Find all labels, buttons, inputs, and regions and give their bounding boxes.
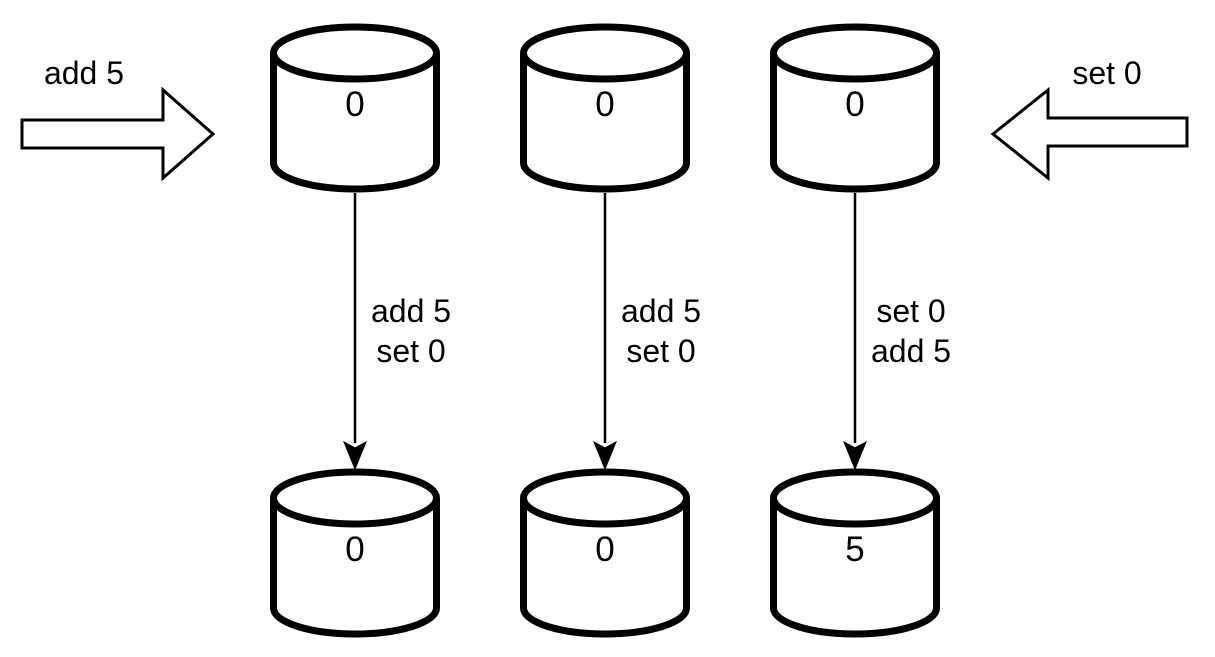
operation-line-1: set 0	[876, 293, 946, 329]
database-cylinder-icon	[270, 468, 440, 638]
replica-2-operations-arrow	[593, 193, 617, 471]
database-cylinder-icon	[520, 468, 690, 638]
operation-line-1: add 5	[371, 293, 452, 329]
replica-1-operations-arrow	[343, 193, 367, 471]
replica-3-operations-label: set 0 add 5	[871, 291, 951, 371]
replica-3-initial-database: 0	[769, 23, 941, 193]
replica-2-initial-value: 0	[595, 85, 615, 124]
replica-2-operations-label: add 5 set 0	[621, 291, 701, 371]
database-cylinder-icon	[770, 23, 940, 193]
replica-2-initial-database: 0	[519, 23, 691, 193]
replica-3-initial-value: 0	[845, 85, 865, 124]
database-cylinder-icon	[520, 23, 690, 193]
database-cylinder-icon	[270, 23, 440, 193]
operation-line-1: add 5	[621, 293, 702, 329]
input-label-left: add 5	[43, 55, 125, 91]
operation-line-2: add 5	[871, 333, 952, 369]
operation-line-2: set 0	[376, 333, 446, 369]
replica-1-operations-label: add 5 set 0	[371, 291, 451, 371]
input-label-right: set 0	[1072, 55, 1142, 91]
block-arrow-right-icon	[20, 86, 216, 182]
replica-3-operations-arrow	[843, 193, 867, 471]
replica-1-initial-database: 0	[269, 23, 441, 193]
database-cylinder-icon	[770, 468, 940, 638]
replica-1-initial-value: 0	[345, 85, 365, 124]
replica-3-final-value: 5	[845, 530, 865, 569]
operation-line-2: set 0	[626, 333, 696, 369]
replica-3-final-database: 5	[769, 468, 941, 638]
replica-1-final-value: 0	[345, 530, 365, 569]
block-arrow-left-icon	[990, 86, 1189, 182]
replica-2-final-database: 0	[519, 468, 691, 638]
replica-2-final-value: 0	[595, 530, 615, 569]
replica-1-final-database: 0	[269, 468, 441, 638]
